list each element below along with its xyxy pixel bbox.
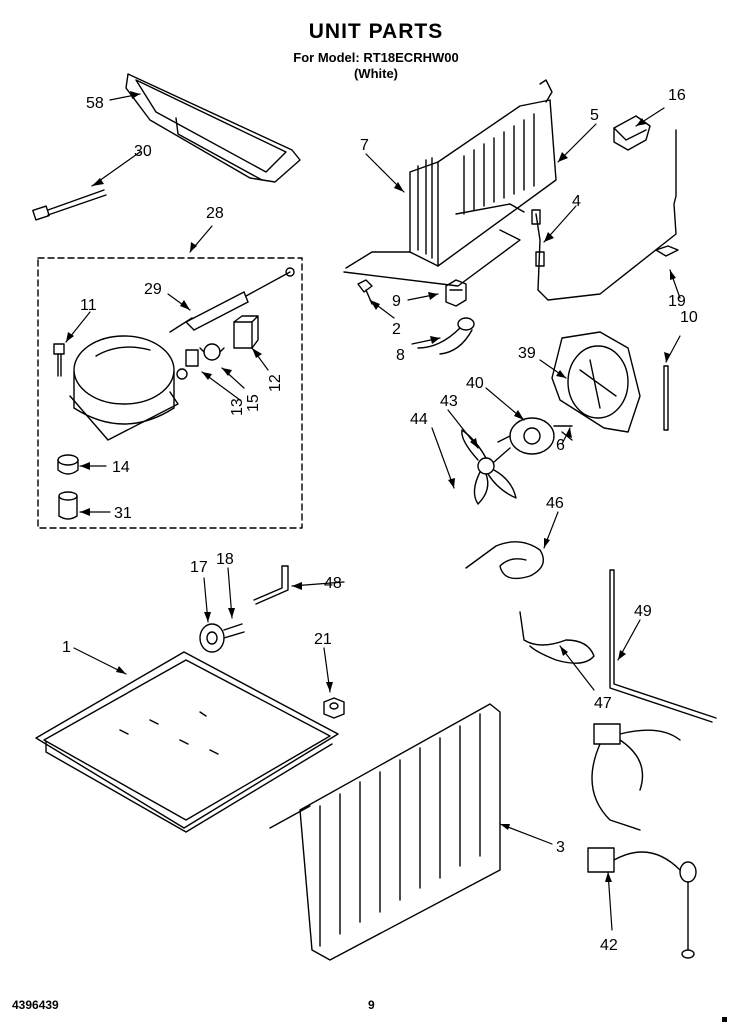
corner-mark [722, 1017, 727, 1022]
callout-14: 14 [112, 459, 130, 476]
callout-47: 47 [594, 695, 612, 712]
callout-3: 3 [556, 839, 565, 856]
callout-6: 6 [556, 437, 565, 454]
bent-rod-part [253, 565, 289, 605]
callout-16: 16 [668, 87, 686, 104]
clip-part [445, 279, 467, 307]
grommet-part [57, 454, 79, 475]
callout-39: 39 [518, 345, 536, 362]
callout-29: 29 [144, 281, 162, 298]
document-number: 4396439 [12, 998, 59, 1012]
rod-part [609, 569, 717, 723]
relay-overload-parts [185, 315, 259, 367]
callout-labels: 58 30 28 29 11 12 15 13 14 31 7 5 16 4 9… [62, 87, 698, 954]
compressor-kit-box [37, 257, 303, 529]
cap-part [613, 115, 651, 151]
callout-18: 18 [216, 551, 234, 568]
page-title: UNIT PARTS [308, 20, 444, 43]
roller-part [199, 623, 245, 653]
callout-13: 13 [229, 398, 246, 416]
callout-42: 42 [600, 937, 618, 954]
callout-40: 40 [466, 375, 484, 392]
drain-trough-part [125, 73, 301, 183]
leader-arrowheads [66, 91, 676, 882]
callout-43: 43 [440, 393, 458, 410]
page-number: 9 [368, 998, 375, 1012]
tube-part [465, 541, 544, 580]
callout-5: 5 [590, 107, 599, 124]
callout-11: 11 [80, 297, 97, 314]
compressor-part [69, 335, 188, 441]
callout-1: 1 [62, 639, 71, 656]
drier-part [169, 267, 295, 333]
callout-8: 8 [396, 347, 405, 364]
strip-part [663, 365, 669, 431]
model-line: For Model: RT18ECRHW00 [293, 50, 459, 65]
heater-wire-part [531, 129, 679, 301]
thermostat-part [417, 317, 475, 355]
sleeve-part [58, 491, 78, 520]
callout-21: 21 [314, 631, 332, 648]
bolt-part [53, 343, 65, 377]
callout-46: 46 [546, 495, 564, 512]
callout-31: 31 [114, 505, 132, 522]
evaporator-part [343, 79, 557, 287]
callout-7: 7 [360, 137, 369, 154]
callout-19: 19 [668, 293, 686, 310]
callout-9: 9 [392, 293, 401, 310]
suction-line-part [519, 611, 595, 664]
base-plate-part [35, 651, 339, 833]
callout-10: 10 [680, 309, 698, 326]
callout-58: 58 [86, 95, 104, 112]
color-line: (White) [353, 66, 399, 81]
wire-tie-part [32, 189, 107, 221]
callout-4: 4 [572, 193, 581, 210]
callout-48: 48 [324, 575, 342, 592]
condenser-part [269, 703, 501, 961]
callout-28: 28 [206, 205, 224, 222]
nut-part [323, 697, 345, 719]
callout-15: 15 [245, 394, 262, 412]
callout-2: 2 [392, 321, 401, 338]
callout-44: 44 [410, 411, 428, 428]
fan-blade-part [461, 429, 517, 505]
callout-49: 49 [634, 603, 652, 620]
callout-30: 30 [134, 143, 152, 160]
callout-17: 17 [190, 559, 208, 576]
wiring-harness-part [587, 723, 697, 959]
callout-12: 12 [267, 374, 284, 392]
fan-shroud-part [551, 331, 641, 433]
